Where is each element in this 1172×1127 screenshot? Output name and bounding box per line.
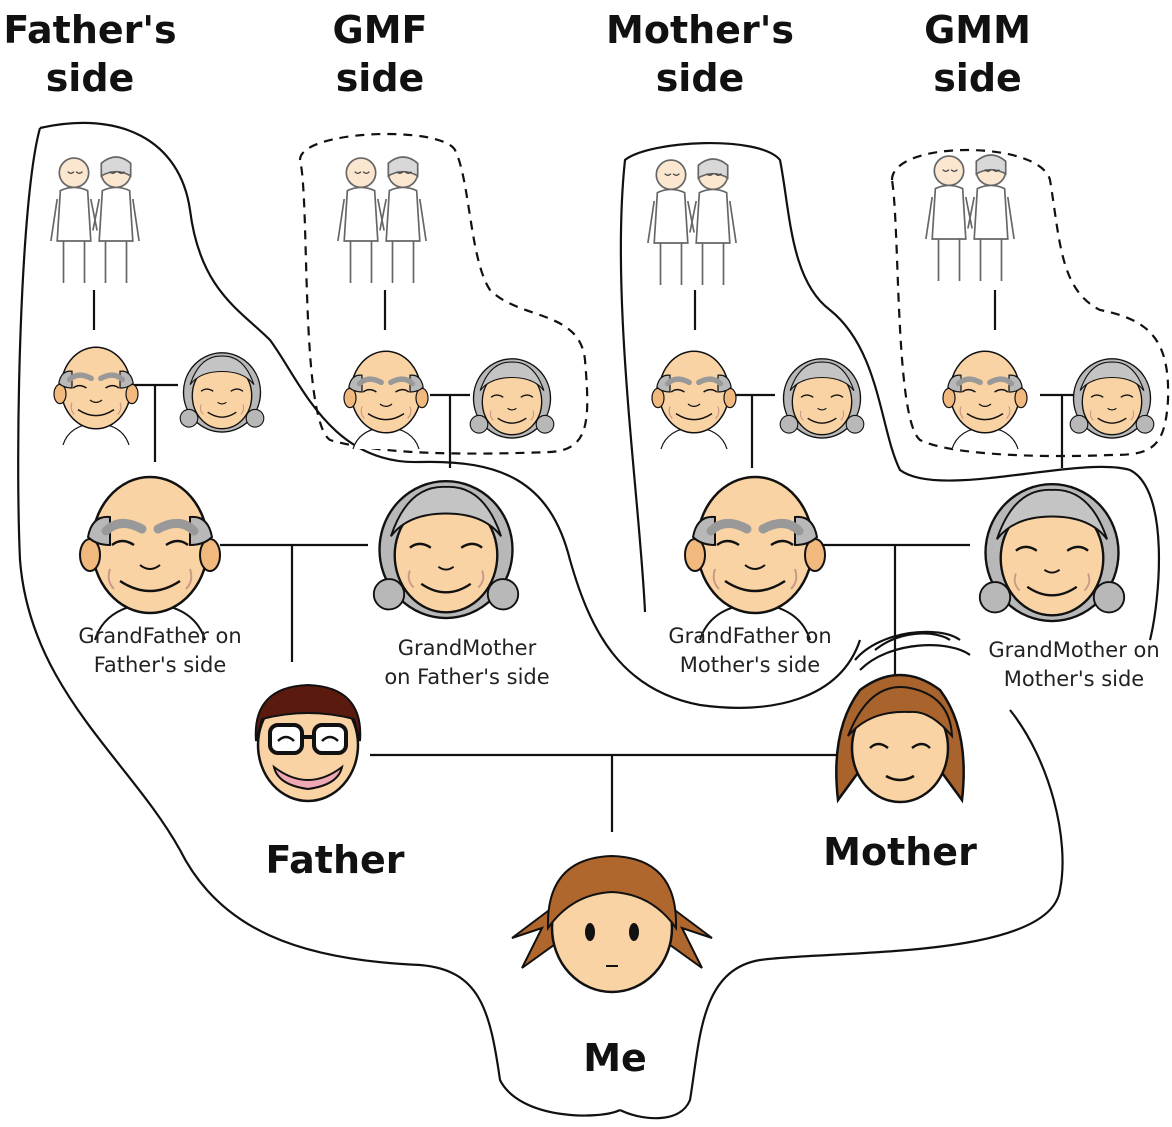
mother-label: Mother (823, 830, 977, 874)
grandfather-mothers-side-label-line-1: GrandFather on (668, 624, 832, 648)
father-label: Father (265, 838, 405, 882)
mothers-side-header-line-1: Mother's (606, 8, 794, 52)
gmf-side-header: GMF side (300, 6, 460, 102)
grandfather-fathers-side-label-line-1: GrandFather on (78, 624, 242, 648)
grandmother-mothers-side-label-line-1: GrandMother on (988, 638, 1160, 662)
great-grandparents-couple-1 (50, 156, 140, 284)
small-grandfather-face-2 (344, 351, 428, 449)
gmf-side-header-line-1: GMF (332, 8, 428, 52)
mother-hair-arcs (854, 630, 971, 671)
great-grandparents-couple-4 (925, 154, 1015, 282)
small-grandfather-face-1 (54, 347, 138, 445)
small-grandfather-face-4 (943, 351, 1027, 449)
small-grandmother-face-3 (779, 358, 865, 439)
mothers-side-outline (619, 142, 1161, 641)
grandfather-mothers-side-face (685, 477, 825, 640)
me-label: Me (583, 1036, 647, 1080)
grandfather-mothers-side-label: GrandFather on Mother's side (650, 622, 850, 680)
small-grandmother-face-1 (179, 352, 265, 433)
mothers-side-outline-lower (619, 709, 1064, 1120)
grandfather-fathers-side-label-line-2: Father's side (93, 653, 227, 677)
gmf-side-outline (298, 132, 589, 455)
grandfather-fathers-side-face (80, 477, 220, 640)
fathers-side-header: Father's side (0, 6, 180, 102)
group-outlines (17, 121, 1161, 1120)
mother-face (835, 673, 965, 804)
small-grandfather-face-3 (652, 351, 736, 449)
small-grandmother-face-2 (469, 358, 555, 439)
me-face (510, 854, 714, 994)
gmm-side-header: GMM side (895, 6, 1060, 102)
grandmother-fathers-side-face (372, 480, 520, 620)
gmm-side-outline (890, 148, 1170, 458)
mothers-side-header: Mother's side (600, 6, 800, 102)
grandmother-mothers-side-label: GrandMother on Mother's side (978, 636, 1170, 694)
fathers-side-header-line-2: side (45, 56, 135, 100)
mothers-side-header-line-2: side (655, 56, 745, 100)
great-grandparents-couple-3 (647, 158, 737, 286)
tree-lines (92, 290, 1080, 832)
dashed-outlines (298, 132, 1170, 458)
great-grandparents-couple-2 (337, 156, 427, 284)
gmm-side-header-line-1: GMM (924, 8, 1031, 52)
grandmother-fathers-side-label: GrandMother on Father's side (362, 634, 572, 692)
grandmother-mothers-side-label-line-2: Mother's side (1003, 667, 1145, 691)
father-face (253, 683, 363, 803)
grandmother-fathers-side-label-line-1: GrandMother (397, 636, 537, 660)
fathers-side-outline-lower (17, 127, 621, 1117)
fathers-side-outline (39, 121, 862, 709)
gmm-side-header-line-2: side (933, 56, 1022, 100)
fathers-side-header-line-1: Father's (3, 8, 177, 52)
small-grandmother-face-4 (1069, 358, 1155, 439)
grandfather-mothers-side-label-line-2: Mother's side (679, 653, 821, 677)
grandfather-fathers-side-label: GrandFather on Father's side (60, 622, 260, 680)
grandmother-mothers-side-face (978, 483, 1126, 623)
grandmother-fathers-side-label-line-2: on Father's side (384, 665, 550, 689)
gmf-side-header-line-2: side (335, 56, 425, 100)
